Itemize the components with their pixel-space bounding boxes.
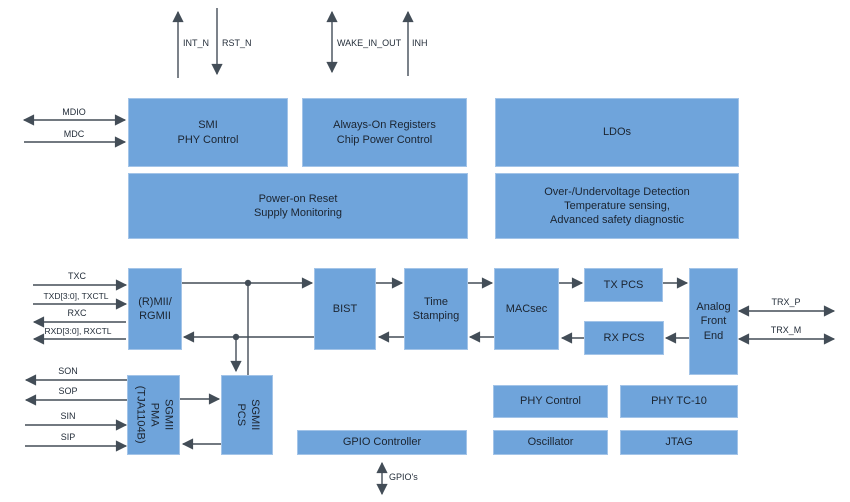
block-jtag: JTAG	[620, 430, 738, 455]
rx-junction-dot	[232, 333, 240, 341]
pin-label-son: SON	[58, 366, 78, 376]
block-over-undervoltage: Over-/Undervoltage Detection Temperature…	[495, 173, 739, 239]
pin-label-sip: SIP	[60, 432, 76, 442]
block-oscillator: Oscillator	[493, 430, 608, 455]
block-rmii-rgmii: (R)MII/ RGMII	[128, 268, 182, 350]
block-smi-phy-control: SMI PHY Control	[128, 98, 288, 167]
block-sgmii-pcs-label: SGMII PCS	[235, 399, 261, 431]
block-always-on-registers: Always-On Registers Chip Power Control	[302, 98, 467, 167]
block-macsec: MACsec	[494, 268, 559, 350]
pin-label-txc: TXC	[68, 271, 86, 281]
pin-label-trx-m: TRX_M	[770, 325, 802, 335]
pin-label-inh: INH	[412, 38, 428, 48]
pin-label-int-n: INT_N	[183, 38, 210, 48]
block-rx-pcs: RX PCS	[584, 321, 664, 355]
block-gpio-controller: GPIO Controller	[297, 430, 467, 455]
block-tx-pcs: TX PCS	[584, 268, 663, 302]
pin-label-trx-p: TRX_P	[771, 297, 801, 307]
pin-label-rxd: RXD[3:0], RXCTL	[44, 326, 112, 336]
block-ldos: LDOs	[495, 98, 739, 167]
pin-label-mdio: MDIO	[62, 107, 86, 117]
block-sgmii-pma-label: SGMII PMA (TJA1104B)	[134, 386, 175, 444]
block-analog-front-end: Analog Front End	[689, 268, 738, 375]
block-phy-control: PHY Control	[493, 385, 608, 418]
pin-label-gpios: GPIO's	[389, 472, 418, 482]
pin-label-sin: SIN	[60, 411, 76, 421]
block-sgmii-pma: SGMII PMA (TJA1104B)	[127, 375, 180, 455]
block-sgmii-pcs: SGMII PCS	[221, 375, 273, 455]
pin-label-mdc: MDC	[63, 129, 85, 139]
tx-junction-dot	[244, 279, 252, 287]
block-phy-tc10: PHY TC-10	[620, 385, 738, 418]
block-time-stamping: Time Stamping	[404, 268, 468, 350]
pin-label-wake-in-out: WAKE_IN_OUT	[337, 38, 402, 48]
pin-label-rxc: RXC	[67, 308, 87, 318]
pin-label-sop: SOP	[58, 386, 78, 396]
pin-label-txd: TXD[3:0], TXCTL	[43, 291, 109, 301]
pin-label-rst-n: RST_N	[222, 38, 252, 48]
block-bist: BIST	[314, 268, 376, 350]
block-power-on-reset: Power-on Reset Supply Monitoring	[128, 173, 468, 239]
